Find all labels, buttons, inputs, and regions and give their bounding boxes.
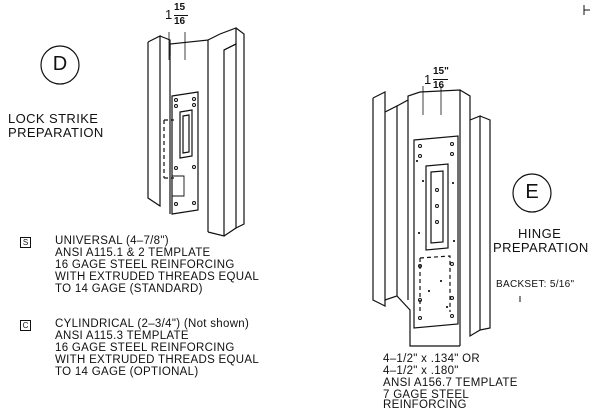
note-s-line-3: 16 GAGE STEEL REINFORCING bbox=[55, 259, 235, 271]
note-c-line-5: TO 14 GAGE (OPTIONAL) bbox=[55, 366, 199, 378]
callout-circle-d bbox=[40, 45, 80, 85]
callout-circle-e bbox=[512, 173, 552, 213]
callout-letter-e: E bbox=[525, 181, 539, 203]
note-c-line-2: ANSI A115.3 TEMPLATE bbox=[55, 330, 189, 342]
hinge-holes bbox=[418, 142, 454, 320]
hinge-note-line-1: 4–1/2" x .134" OR bbox=[383, 353, 481, 365]
backset-label: BACKSET: 5/16" bbox=[496, 279, 575, 290]
note-c-code-box: C bbox=[20, 320, 31, 331]
hinge-title-line1: HINGE bbox=[518, 226, 562, 241]
hinge-dimension: 1 15" 16 bbox=[424, 66, 449, 91]
note-s-code-box: S bbox=[20, 237, 31, 248]
note-s-line-4: WITH EXTRUDED THREADS EQUAL bbox=[55, 271, 260, 283]
hinge-title-line2: PREPARATION bbox=[493, 240, 589, 255]
hinge-note-line-3: ANSI A156.7 TEMPLATE bbox=[383, 377, 518, 389]
hinge-note-line-4: 7 GAGE STEEL bbox=[383, 389, 470, 401]
note-s-line-2: ANSI A115.1 & 2 TEMPLATE bbox=[55, 247, 211, 259]
note-c-line-1: CYLINDRICAL (2–3/4") (Not shown) bbox=[55, 318, 250, 330]
hinge-note-line-5: REINFORCING bbox=[383, 399, 467, 411]
lock-strike-holes bbox=[174, 97, 196, 206]
note-c-line-4: WITH EXTRUDED THREADS EQUAL bbox=[55, 354, 260, 366]
hinge-plate-texture bbox=[416, 160, 455, 308]
lock-strike-title-line1: LOCK STRIKE bbox=[8, 111, 99, 126]
note-s-line-1: UNIVERSAL (4–7/8") bbox=[55, 235, 169, 247]
lock-strike-frame bbox=[147, 27, 245, 237]
hinge-frame bbox=[372, 5, 590, 347]
note-c-line-3: 16 GAGE STEEL REINFORCING bbox=[55, 342, 235, 354]
callout-letter-d: D bbox=[52, 53, 68, 75]
lock-strike-title-line2: PREPARATION bbox=[8, 125, 104, 140]
hinge-note-line-2: 4–1/2" x .180" bbox=[383, 365, 459, 377]
lock-strike-dimension: 1 15 16 bbox=[165, 0, 205, 30]
note-s-line-5: TO 14 GAGE (STANDARD) bbox=[55, 283, 203, 295]
